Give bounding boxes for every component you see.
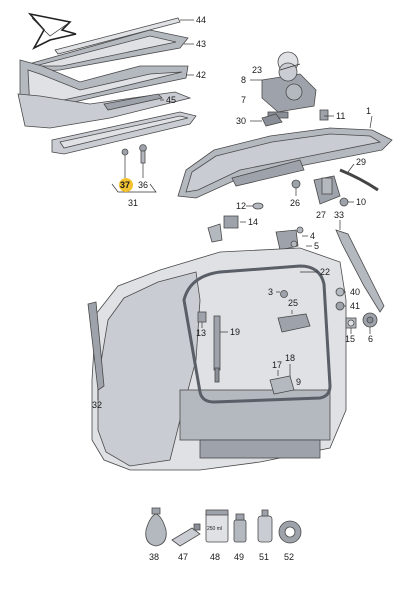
tailgate-1 <box>177 111 393 199</box>
label-49: 49 <box>234 552 244 562</box>
latch-25 <box>277 313 311 333</box>
label-26: 26 <box>290 198 300 208</box>
label-9: 9 <box>296 377 301 387</box>
label-6: 6 <box>368 334 373 344</box>
label-41: 41 <box>350 301 360 311</box>
plug-26 <box>291 179 301 189</box>
label-43: 43 <box>196 39 206 49</box>
bracket-31 <box>111 183 157 193</box>
jar-label: 250 ml <box>207 526 222 532</box>
label-18: 18 <box>285 353 295 363</box>
label-42: 42 <box>196 70 206 80</box>
ball-stud-13 <box>197 311 207 323</box>
washer-12 <box>252 202 264 210</box>
label-40: 40 <box>350 287 360 297</box>
label-29: 29 <box>356 157 366 167</box>
label-23: 23 <box>252 65 262 75</box>
side-trim-32 <box>87 301 105 391</box>
brake-light-45 <box>103 93 163 111</box>
bumper-15 <box>345 317 357 329</box>
screw-36 <box>139 144 147 164</box>
label-37: 37 <box>120 180 130 190</box>
clip-37 <box>121 148 129 164</box>
label-31: 31 <box>128 198 138 208</box>
part-labels: 44 43 42 45 37 36 31 8 23 7 11 30 1 29 1… <box>92 15 373 562</box>
label-14: 14 <box>248 217 258 227</box>
consumable-48-jar <box>205 509 229 543</box>
label-33: 33 <box>334 210 344 220</box>
glass-panel-31 <box>51 111 197 155</box>
label-13: 13 <box>196 328 206 338</box>
label-8: 8 <box>241 75 246 85</box>
label-27: 27 <box>316 210 326 220</box>
label-32: 32 <box>92 400 102 410</box>
label-22: 22 <box>320 267 330 277</box>
lock-actuator-27 <box>313 175 341 205</box>
label-47: 47 <box>178 552 188 562</box>
label-52: 52 <box>284 552 294 562</box>
cap-40 <box>335 287 345 297</box>
label-17: 17 <box>272 360 282 370</box>
consumable-49-can <box>233 513 247 543</box>
brand-logo <box>27 12 77 50</box>
label-38: 38 <box>149 552 159 562</box>
label-15: 15 <box>345 334 355 344</box>
strut-29 <box>339 168 379 192</box>
gas-strut-19 <box>213 315 221 383</box>
switch-14 <box>207 215 239 243</box>
label-51: 51 <box>259 552 269 562</box>
spoiler-strip-44 <box>54 17 181 55</box>
label-10: 10 <box>356 197 366 207</box>
label-1: 1 <box>366 106 371 116</box>
label-48: 48 <box>210 552 220 562</box>
label-25: 25 <box>288 298 298 308</box>
door-seal-22 <box>182 264 332 404</box>
label-7: 7 <box>241 95 246 105</box>
consumable-51-bottle <box>257 509 273 543</box>
label-5: 5 <box>314 241 319 251</box>
bolt-10 <box>339 197 349 207</box>
label-12: 12 <box>236 201 246 211</box>
label-30: 30 <box>236 116 246 126</box>
buffer-6 <box>362 312 378 328</box>
label-45: 45 <box>166 95 176 105</box>
consumable-47-tube <box>171 523 201 547</box>
highlight-37 <box>119 178 133 192</box>
screw-3 <box>280 290 288 298</box>
lock-module-8 <box>261 51 329 121</box>
spoiler-43 <box>24 29 189 73</box>
label-36: 36 <box>138 180 148 190</box>
label-11: 11 <box>336 111 345 121</box>
hinge-4 <box>275 226 304 251</box>
label-19: 19 <box>230 327 240 337</box>
trim-clip-30 <box>261 113 283 127</box>
striker-17-18 <box>269 375 295 395</box>
consumable-38-bag <box>145 507 167 547</box>
label-4: 4 <box>310 231 315 241</box>
leader-lines <box>97 19 373 400</box>
cap-41 <box>335 301 345 311</box>
label-3: 3 <box>268 287 273 297</box>
label-44: 44 <box>196 15 206 25</box>
consumable-52-tape <box>278 520 302 544</box>
trim-panel-33 <box>335 229 385 313</box>
